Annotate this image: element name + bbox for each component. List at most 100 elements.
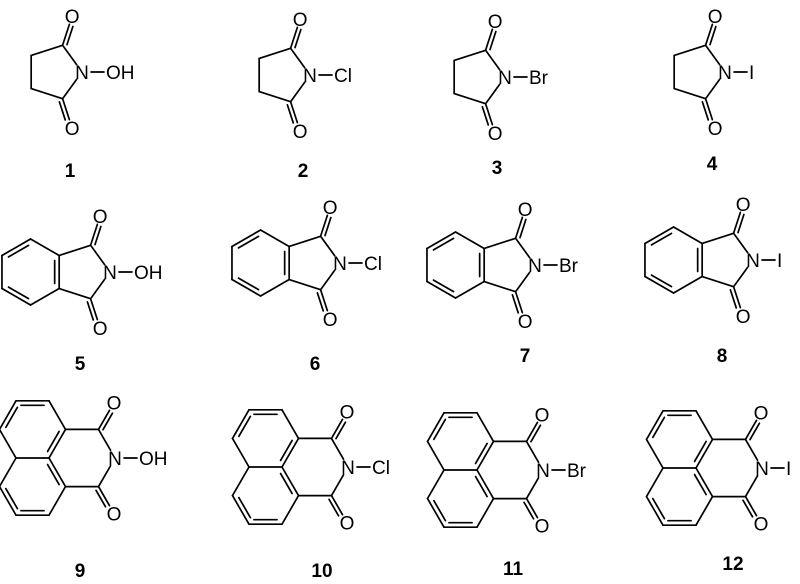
substituent-label: Br [559,256,579,277]
bond [330,437,345,461]
nitrogen-atom: N [755,459,769,480]
bond [288,278,322,291]
bond [695,467,714,498]
nitrogen-atom: N [108,449,122,470]
oxygen-atom: O [535,516,550,537]
carbonyl-double-line [102,412,114,431]
carbonyl-double-line [701,101,710,121]
bond [454,280,486,299]
oxygen-atom: O [518,200,533,221]
double-bond-line [693,440,707,463]
carbonyl-bond [289,26,299,50]
bond [483,237,517,250]
bond [476,497,495,529]
double-bond-line [279,472,293,495]
bond [231,494,250,526]
carbonyl-bond [61,97,71,121]
bond [58,287,92,300]
bond [525,440,540,464]
bond [330,473,345,497]
nitrogen-atom: N [303,66,317,87]
substituent-label: Cl [364,254,382,275]
bond [258,90,292,103]
bond [281,494,300,526]
bond [426,411,445,443]
compound-number-label: 1 [65,161,76,182]
bond [97,464,112,488]
bond [645,409,664,441]
carbonyl-bond [484,28,494,52]
bond [673,44,707,57]
carbonyl-double-line [742,499,754,518]
carbonyl-bond [732,285,742,309]
bond [426,231,457,250]
bond [30,44,64,57]
bond [89,278,106,300]
bond [476,411,495,443]
oxygen-atom: O [293,10,308,31]
compound-number-label: 11 [503,559,524,580]
bond [644,275,675,294]
carbonyl-double-line [294,28,302,49]
bond [0,457,17,488]
bond [281,437,300,468]
substituent-label: Cl [372,458,390,479]
bond [695,409,714,441]
nitrogen-atom: N [536,461,550,482]
carbonyl-double-line [58,101,67,121]
bond [289,81,306,103]
double-bond-line [652,416,666,439]
double-bond-line [433,499,447,522]
oxygen-atom: O [65,7,80,28]
double-bond-line [433,418,447,441]
bond [281,466,300,497]
carbonyl-bond [289,100,299,124]
bond [231,437,250,468]
bond [426,469,445,500]
carbonyl-double-line [86,301,95,321]
oxygen-atom: O [754,404,769,425]
carbonyl-bond [319,288,329,312]
substituent-label: I [786,459,791,480]
double-bond-line [432,237,455,251]
bond [673,87,707,100]
bond [97,428,112,452]
carbonyl-double-line [324,216,332,237]
oxygen-atom: O [488,12,503,33]
carbonyl-bond [704,97,714,121]
double-bond-line [46,463,60,486]
compound-number-label: 9 [75,561,86,582]
bond [30,87,64,100]
oxygen-atom: O [293,122,308,143]
double-bond-line [474,442,488,465]
oxygen-atom: O [323,310,338,331]
double-bond-line [237,277,260,291]
compound-number-label: 3 [492,158,503,179]
bond [48,485,67,517]
oxygen-atom: O [107,394,122,415]
double-bond-line [652,497,666,520]
bond [645,438,664,469]
double-bond-line [5,406,19,429]
bond [48,457,67,488]
oxygen-atom: O [518,312,533,333]
oxygen-atom: O [93,207,108,228]
bond [289,47,306,69]
double-bond-line [650,232,673,246]
double-bond-line [237,235,260,249]
bond [483,280,517,293]
carbonyl-double-line [511,294,520,314]
carbonyl-double-line [519,218,527,239]
carbonyl-double-line [286,104,295,124]
bond [0,399,17,431]
bond [645,495,664,527]
carbonyl-bond [61,23,71,47]
oxygen-atom: O [340,403,355,424]
nitrogen-atom: N [718,63,732,84]
nitrogen-atom: N [333,254,347,275]
